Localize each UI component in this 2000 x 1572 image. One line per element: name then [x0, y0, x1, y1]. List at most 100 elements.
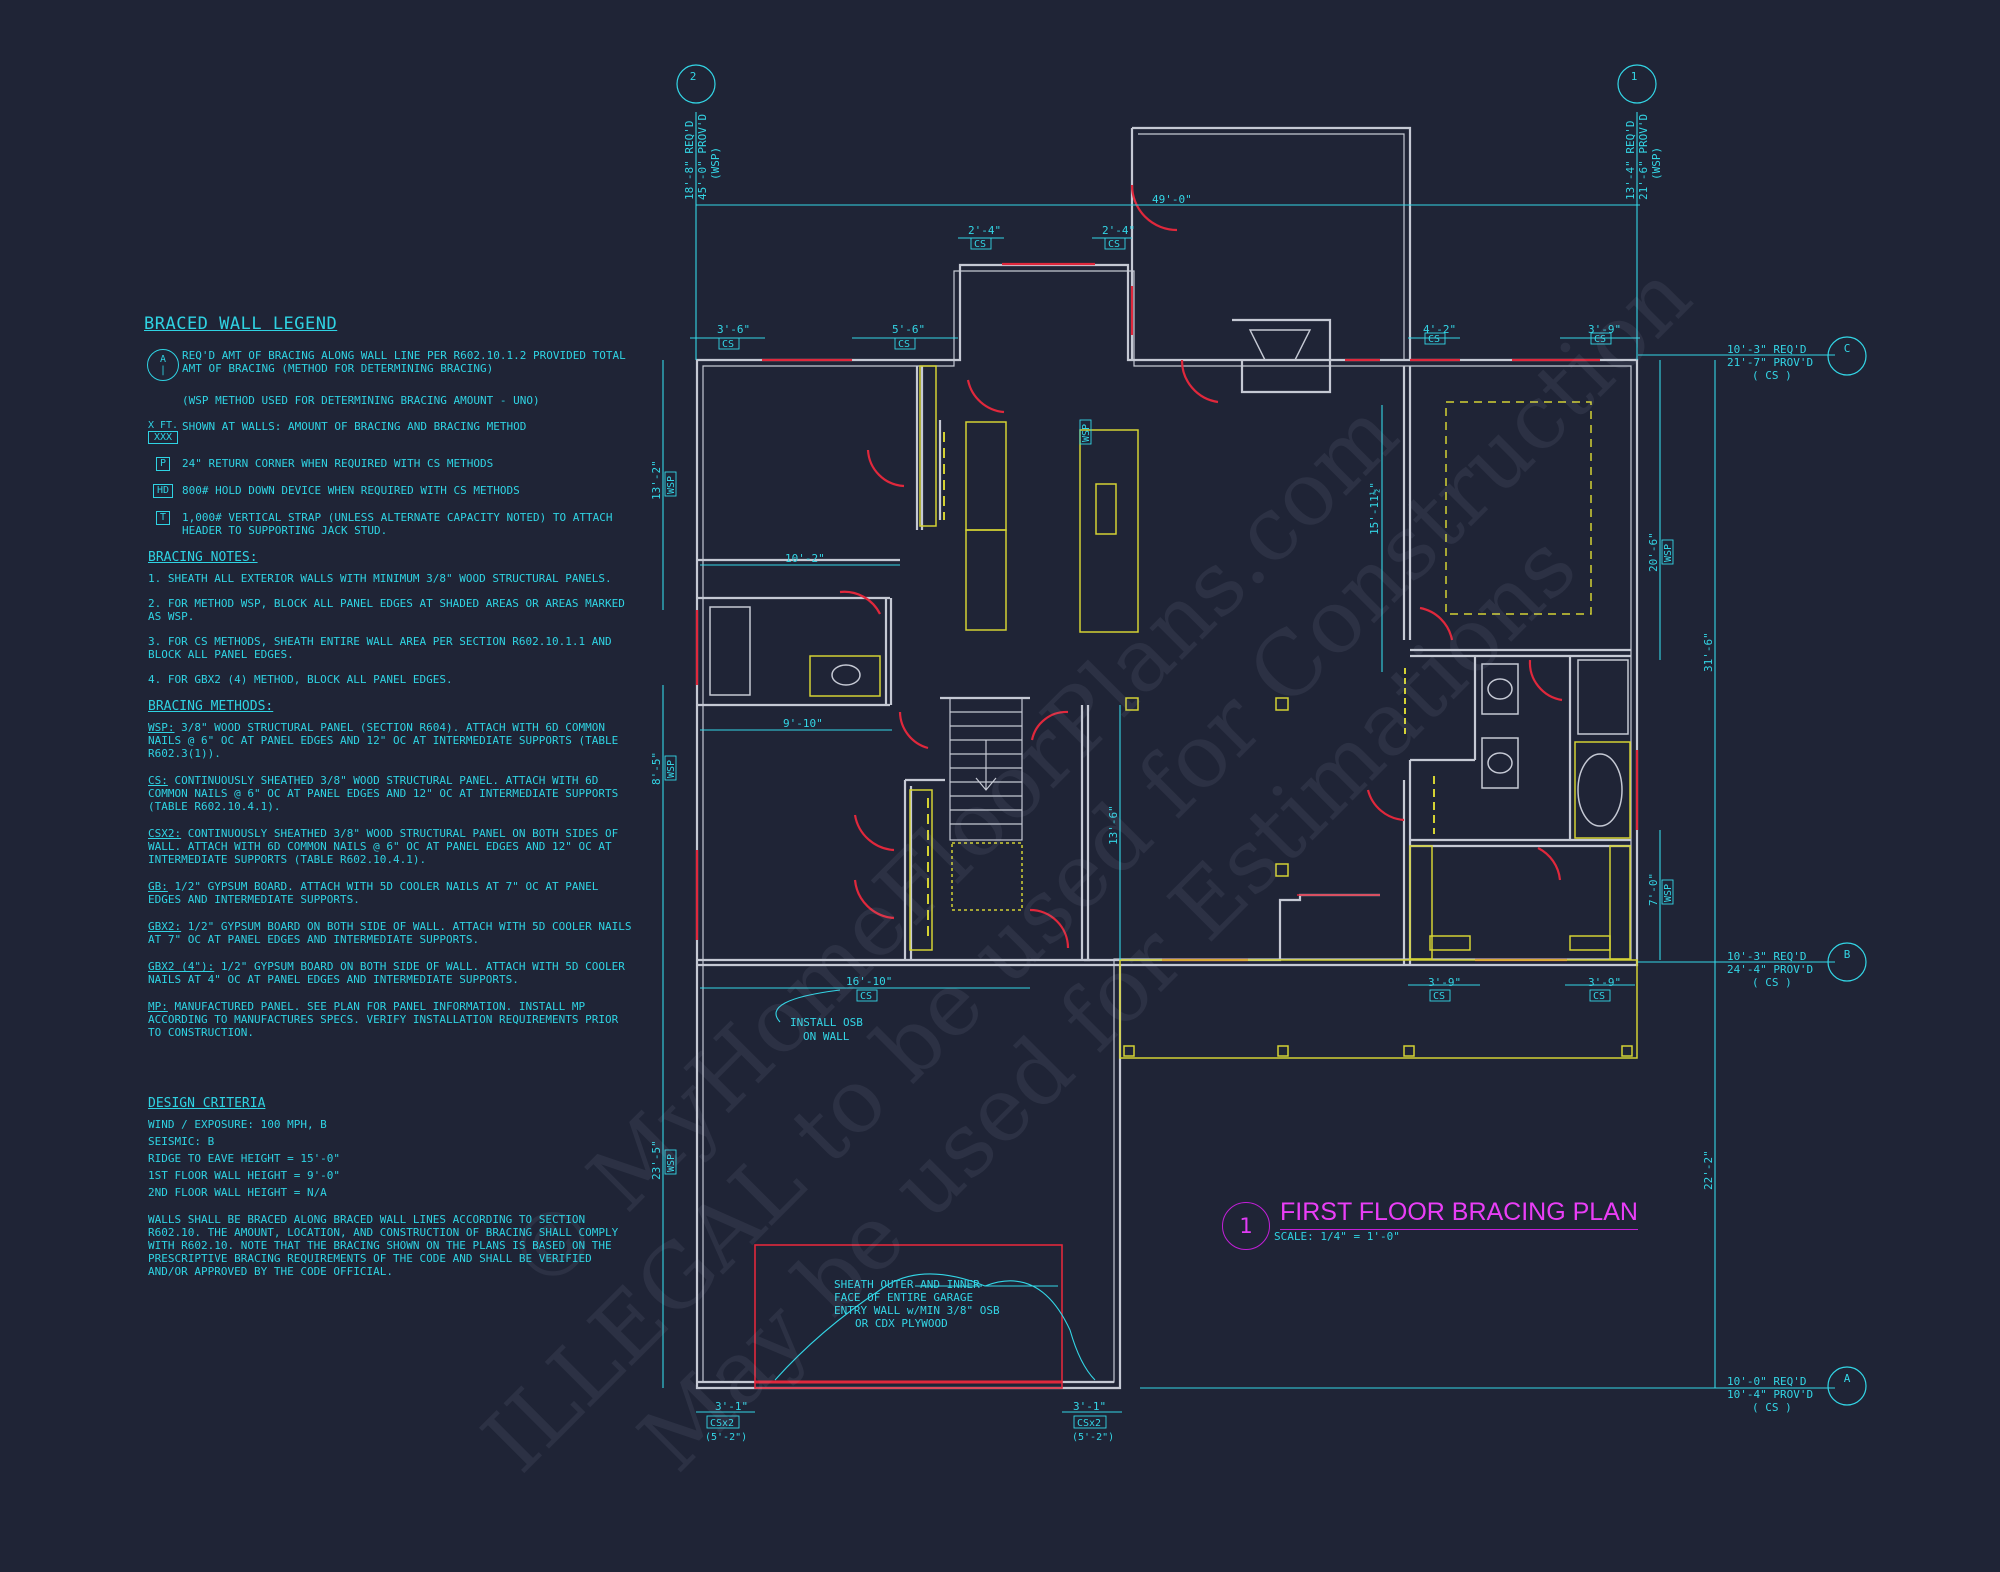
sheath-garage-line3: ENTRY WALL w/MIN 3/8" OSB: [834, 1304, 1000, 1317]
amount-tag-top: X FT.: [147, 420, 179, 431]
tag-cs-9: CS: [1593, 991, 1605, 1002]
bracing-method-csx2: CSx2: CONTINUOUSLY SHEATHED 3/8" WOOD ST…: [148, 827, 634, 866]
dim-3-9-bottom-left: 3'-9": [1428, 976, 1461, 989]
stair: [949, 697, 1023, 841]
method-text: MANUFACTURED PANEL. SEE PLAN FOR PANEL I…: [148, 1000, 619, 1039]
line2-prov: 45'-0" PROV'D: [696, 114, 709, 200]
dim-3-6: 3'-6": [717, 323, 750, 336]
legend-row-shown-at-walls: X FT. XXX SHOWN AT WALLS: AMOUNT OF BRAC…: [144, 420, 634, 444]
amount-tag-icon: X FT. XXX: [147, 420, 179, 444]
line1-method: (WSP): [1650, 147, 1663, 180]
bracing-notes-title: BRACING NOTES:: [148, 550, 258, 565]
tag-wsp-4: WSP: [1663, 544, 1674, 562]
tag-cs-1: CS: [974, 239, 986, 250]
tag-5-2-left: (5'-2"): [705, 1432, 747, 1443]
hold-down-icon: HD: [152, 484, 174, 498]
dim-right-20-6: 20'-6": [1647, 532, 1660, 572]
tag-cs-7: CS: [860, 991, 872, 1002]
design-criteria-paragraph: WALLS SHALL BE BRACED ALONG BRACED WALL …: [148, 1213, 619, 1278]
grid-bubble-1-label: 1: [1631, 70, 1638, 83]
grid-bubble-2-label: 2: [690, 70, 697, 83]
drawing-number-circle: 1: [1222, 1202, 1270, 1250]
lineC-req: 10'-3" REQ'D: [1727, 343, 1806, 356]
dim-left-8-5: 8'-5": [650, 752, 663, 785]
sheath-garage-line4: OR CDX PLYWOOD: [855, 1317, 948, 1330]
lineA-req: 10'-0" REQ'D: [1727, 1375, 1806, 1388]
legend-title: BRACED WALL LEGEND: [144, 314, 338, 334]
tag-wsp-5: WSP: [1663, 884, 1674, 902]
tag-cs-6: CS: [1594, 334, 1606, 345]
legend-row-wall-line: A | REQ'D AMT OF BRACING ALONG WALL LINE…: [144, 349, 634, 381]
dim-15-11: 15'-11½": [1368, 482, 1381, 535]
design-criteria-item: 1ST FLOOR WALL HEIGHT = 9'-0": [148, 1169, 341, 1182]
tag-cs-2: CS: [1108, 239, 1120, 250]
design-criteria-item: WIND / EXPOSURE: 100 MPH, B: [148, 1118, 327, 1131]
legend-row-text: 1,000# VERTICAL STRAP (UNLESS ALTERNATE …: [182, 511, 613, 537]
tag-cs-4: CS: [898, 339, 910, 350]
design-criteria-item: SEISMIC: B: [148, 1135, 215, 1148]
bracing-method-cs: CS: CONTINUOUSLY SHEATHED 3/8" WOOD STRU…: [148, 774, 634, 813]
bracing-method-wsp: WSP: 3/8" WOOD STRUCTURAL PANEL (SECTION…: [148, 721, 634, 760]
legend-row-text: (WSP METHOD USED FOR DETERMINING BRACING…: [182, 394, 540, 407]
bracing-note: 1. SHEATH ALL EXTERIOR WALLS WITH MINIMU…: [148, 572, 612, 585]
legend-row-wsp-note: (WSP METHOD USED FOR DETERMINING BRACING…: [144, 394, 634, 407]
method-code: WSP:: [148, 721, 175, 734]
lineB-method: ( CS ): [1752, 976, 1792, 989]
method-text: CONTINUOUSLY SHEATHED 3/8" WOOD STRUCTUR…: [148, 774, 619, 813]
design-criteria-item: RIDGE TO EAVE HEIGHT = 15'-0": [148, 1152, 341, 1165]
line1-req: 13'-4" REQ'D: [1624, 121, 1637, 200]
dimension-lines: [662, 112, 1835, 1413]
dim-13-6: 13'-6": [1107, 805, 1120, 845]
return-corner-icon: P: [155, 457, 171, 471]
method-text: 1/2" GYPSUM BOARD ON BOTH SIDE OF WALL. …: [148, 920, 632, 946]
tag-wsp-2: WSP: [666, 760, 677, 778]
lineB-prov: 24'-4" PROV'D: [1727, 963, 1813, 976]
dim-3-1-right: 3'-1": [1073, 1400, 1106, 1413]
method-code: GBx2:: [148, 920, 182, 933]
dim-3-1-left: 3'-1": [715, 1400, 748, 1413]
legend-row-text: REQ'D AMT OF BRACING ALONG WALL LINE PER…: [182, 349, 626, 375]
dim-5-6: 5'-6": [892, 323, 925, 336]
method-tags: CS CS CS CS CS CS CS CS CS WSP WSP WSP W…: [664, 237, 1674, 1443]
tag-5-2-right: (5'-2"): [1072, 1432, 1114, 1443]
tag-wsp-1: WSP: [666, 476, 677, 494]
install-osb-line2: ON WALL: [803, 1030, 850, 1043]
grid-bubble-b-label: B: [1844, 948, 1851, 961]
dim-overall-top: 49'-0": [1152, 193, 1192, 206]
line1-prov: 21'-6" PROV'D: [1637, 114, 1650, 200]
fixtures: [709, 365, 1638, 1059]
legend-row-text: 800# HOLD DOWN DEVICE WHEN REQUIRED WITH…: [182, 484, 520, 497]
dim-right-7-0: 7'-0": [1647, 873, 1660, 906]
legend-row-strap: T 1,000# VERTICAL STRAP (UNLESS ALTERNAT…: [144, 511, 634, 537]
lineA-method: ( CS ): [1752, 1401, 1792, 1414]
install-osb-line1: INSTALL OSB: [790, 1016, 863, 1029]
lineC-method: ( CS ): [1752, 369, 1792, 382]
dim-10-2: 10'-2": [785, 552, 825, 565]
dim-2-4-left: 2'-4": [968, 224, 1001, 237]
drawing-title: FIRST FLOOR BRACING PLAN: [1280, 1198, 1638, 1230]
method-text: 1/2" GYPSUM BOARD. ATTACH WITH 5d COOLER…: [148, 880, 599, 906]
bracing-method-mp: MP: MANUFACTURED PANEL. SEE PLAN FOR PAN…: [148, 1000, 634, 1039]
dim-left-13-2: 13'-2": [650, 460, 663, 500]
legend-panel: BRACED WALL LEGEND A | REQ'D AMT OF BRAC…: [144, 314, 634, 1290]
dim-left-23-5: 23'-5": [650, 1140, 663, 1180]
sheath-garage-line1: SHEATH OUTER AND INNER: [834, 1278, 980, 1291]
method-code: CS:: [148, 774, 168, 787]
tag-cs-8: CS: [1433, 991, 1445, 1002]
method-code: MP:: [148, 1000, 168, 1013]
drawing-scale: SCALE: 1/4" = 1'-0": [1274, 1230, 1400, 1243]
dim-16-10: 16'-10": [846, 975, 892, 988]
lineA-prov: 10'-4" PROV'D: [1727, 1388, 1813, 1401]
bracing-method-gb: GB: 1/2" GYPSUM BOARD. ATTACH WITH 5d CO…: [148, 880, 634, 906]
method-text: 3/8" WOOD STRUCTURAL PANEL (SECTION R604…: [148, 721, 619, 760]
lineB-req: 10'-3" REQ'D: [1727, 950, 1806, 963]
legend-row-text: 24" RETURN CORNER WHEN REQUIRED WITH CS …: [182, 457, 494, 470]
method-code: CSx2:: [148, 827, 182, 840]
bracing-note: 4. FOR GBx2 (4) METHOD, BLOCK ALL PANEL …: [148, 673, 453, 686]
amount-tag-bottom: XXX: [147, 431, 179, 444]
wall-line-symbol-top: A: [159, 354, 167, 365]
line2-method: (WSP): [709, 147, 722, 180]
dim-9-10: 9'-10": [783, 717, 823, 730]
sheath-garage-line2: FACE OF ENTIRE GARAGE: [834, 1291, 973, 1304]
walls: [695, 126, 1639, 1390]
